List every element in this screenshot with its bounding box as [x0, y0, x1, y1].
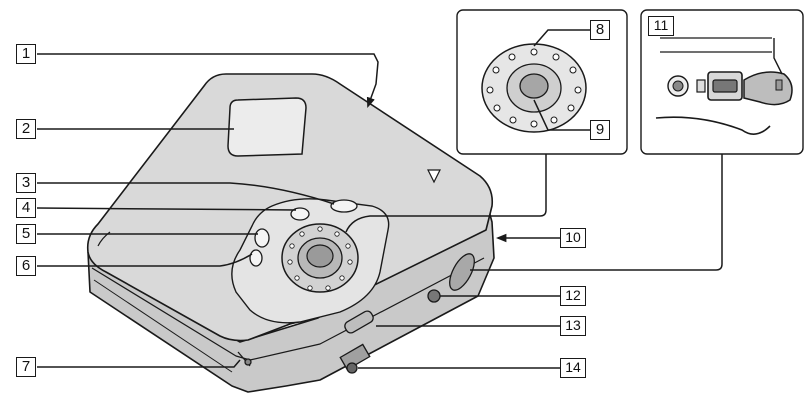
display-window: [227, 97, 307, 157]
callout-9: 9: [590, 120, 610, 140]
button-4-icon: [290, 207, 310, 221]
button-3-icon: [330, 199, 358, 213]
callout-14: 14: [560, 358, 586, 378]
callout-10: 10: [560, 228, 586, 248]
battery-case-icon: [339, 343, 371, 371]
side-controls: [237, 253, 475, 374]
button-6-icon: [249, 249, 263, 267]
callout-1: 1: [16, 44, 36, 64]
dc-in-icon: [346, 362, 358, 374]
callout-13: 13: [560, 316, 586, 336]
side-buttons: [249, 199, 358, 267]
open-mark-icon: [427, 169, 441, 184]
usb-cover-flap-icon: [743, 71, 793, 106]
callout-2: 2: [16, 119, 36, 139]
button-5-icon: [254, 228, 270, 248]
callout-12: 12: [560, 286, 586, 306]
callout-8: 8: [590, 20, 610, 40]
callout-5: 5: [16, 224, 36, 244]
usb-cover-icon: [449, 253, 475, 291]
callout-4: 4: [16, 198, 36, 218]
callout-11: 11: [648, 16, 674, 36]
leader-lines: [36, 29, 723, 369]
hold-switch-icon: [344, 310, 374, 334]
callout-3: 3: [16, 173, 36, 193]
jack-icon: [427, 289, 441, 303]
jog-dial: [281, 223, 359, 293]
callout-7: 7: [16, 357, 36, 377]
inset-usb: [655, 37, 793, 135]
inset-dial: [481, 43, 587, 133]
callout-6: 6: [16, 256, 36, 276]
